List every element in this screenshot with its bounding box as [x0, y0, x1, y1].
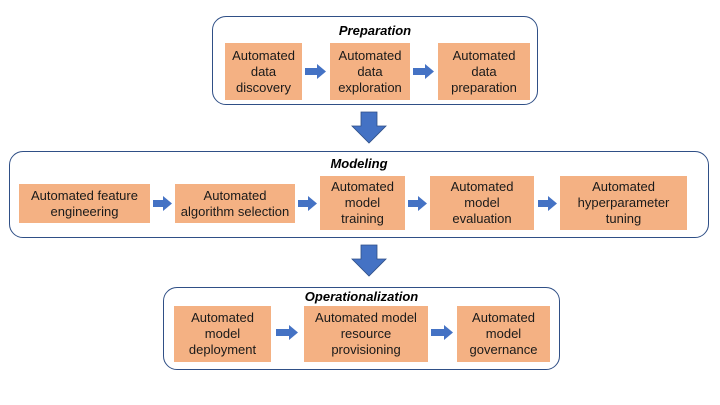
step-algorithm-selection: Automated algorithm selection — [175, 184, 295, 223]
group-title-modeling: Modeling — [330, 156, 388, 171]
step-model-training: Automated model training — [320, 176, 405, 230]
group-title-preparation: Preparation — [338, 23, 412, 38]
step-data-discovery: Automated data discovery — [225, 43, 302, 100]
step-resource-provisioning: Automated model resource provisioning — [304, 306, 428, 362]
arrow-down-icon — [351, 111, 387, 144]
step-model-evaluation: Automated model evaluation — [430, 176, 534, 230]
step-feature-engineering: Automated feature engineering — [19, 184, 150, 223]
group-title-operationalization: Operationalization — [304, 289, 419, 304]
step-hyperparameter-tuning: Automated hyperparameter tuning — [560, 176, 687, 230]
step-model-governance: Automated model governance — [457, 306, 550, 362]
step-model-deployment: Automated model deployment — [174, 306, 271, 362]
arrow-down-icon — [351, 244, 387, 277]
step-data-preparation: Automated data preparation — [438, 43, 530, 100]
step-data-exploration: Automated data exploration — [330, 43, 410, 100]
